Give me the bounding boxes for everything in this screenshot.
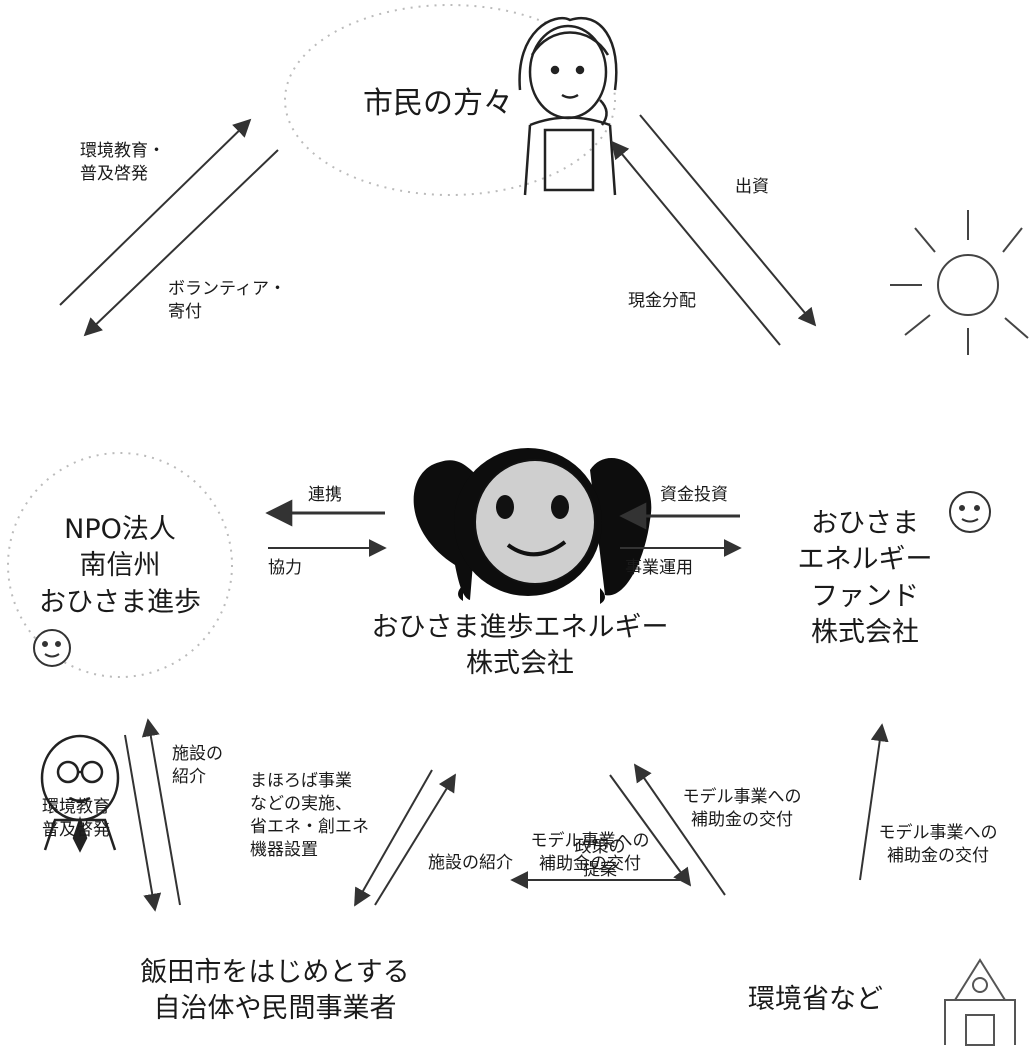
line: 自治体や民間事業者: [153, 993, 397, 1025]
line: まほろば事業: [250, 771, 352, 791]
line: おひさま進歩: [39, 586, 201, 618]
citizen-woman-icon: [518, 16, 618, 196]
line: 飯田市をはじめとする: [140, 957, 410, 988]
line: 株式会社: [811, 617, 919, 649]
projects-label: まほろば事業 などの実施、 省エネ・創エネ 機器設置: [250, 770, 369, 862]
line: ボランティア・: [168, 279, 286, 299]
line: 寄付: [168, 301, 202, 322]
subsidy-bottom-label: モデル事業への 補助金の交付: [510, 830, 670, 876]
government-building-icon: [944, 958, 1016, 1046]
line: 補助金の交付: [887, 845, 989, 866]
line: 施設の: [172, 744, 223, 764]
line: 環境教育: [42, 797, 110, 817]
arrow-to-npo: [83, 149, 279, 337]
arrow-ministry-to-fund: [859, 723, 889, 881]
arrow-to-citizens: [59, 118, 252, 306]
local-govt-label: 飯田市をはじめとする 自治体や民間事業者: [125, 955, 425, 1028]
line: 南信州: [79, 550, 161, 582]
fund-investment-label: 資金投資: [660, 485, 728, 505]
company-label: おひさま進歩エネルギー 株式会社: [330, 610, 710, 683]
line: モデル事業への: [682, 787, 802, 807]
arrow-cash-distribution: [610, 140, 781, 346]
facility-intro-npo-label: 施設の 紹介: [172, 743, 223, 789]
arrow-govt-to-npo: [141, 718, 181, 906]
cash-distribution-label: 現金分配: [628, 291, 696, 311]
line: 普及啓発: [80, 163, 148, 184]
line: モデル事業への: [878, 823, 998, 843]
env-education-top-label: 環境教育・ 普及啓発: [80, 140, 165, 186]
sun-icon: [890, 210, 1029, 355]
line: エネルギー: [797, 544, 933, 576]
arrow-npo-to-govt: [124, 734, 162, 912]
line: 省エネ・創エネ: [250, 816, 369, 837]
line: 提案: [583, 859, 617, 880]
policy-proposal-label: 政策の 提案: [560, 836, 640, 882]
volunteer-donation-label: ボランティア・ 寄付: [168, 278, 286, 324]
line: などの実施、: [250, 793, 352, 814]
line: 紹介: [172, 766, 206, 787]
line: 普及啓発: [42, 819, 110, 840]
cooperation-left-label: 連携: [308, 485, 342, 505]
investment-label: 出資: [735, 177, 769, 197]
small-sun-face-icon: [949, 491, 991, 533]
arrow-company-to-govt: [354, 769, 433, 907]
npo-label: NPO法人 南信州 おひさま進歩: [30, 512, 210, 621]
env-education-bottom-label: 環境教育 普及啓発: [42, 796, 110, 842]
line: 機器設置: [250, 839, 318, 860]
subsidy-fund-label: モデル事業への 補助金の交付: [858, 822, 1018, 868]
citizens-label: 市民の方々: [363, 86, 513, 121]
arrow-investment: [639, 114, 817, 327]
cooperation-right-label: 協力: [268, 558, 302, 578]
small-sun-face-icon: [33, 629, 71, 667]
line: 補助金の交付: [691, 809, 793, 830]
arrow-company-to-ministry: [609, 774, 692, 887]
fund-label: おひさま エネルギー ファンド 株式会社: [790, 506, 940, 652]
line: NPO法人: [64, 514, 176, 545]
arrow-ministry-to-company: [633, 763, 726, 896]
facility-intro-company-label: 施設の紹介: [428, 853, 513, 873]
line: 政策の: [574, 837, 626, 857]
subsidy-company-label: モデル事業への 補助金の交付: [662, 786, 822, 832]
ministry-label: 環境省など: [748, 984, 883, 1015]
line: 環境教育・: [80, 141, 165, 161]
business-operation-label: 事業運用: [625, 558, 693, 578]
line: ファンド: [811, 580, 919, 612]
line: モデル事業への: [530, 831, 650, 851]
arrow-govt-to-company: [374, 773, 456, 906]
line: おひさま: [811, 508, 919, 539]
line: 補助金の交付: [539, 853, 641, 874]
ohisama-mascot-icon: [413, 448, 652, 604]
line: 株式会社: [466, 648, 574, 680]
official-man-icon: [40, 734, 120, 853]
npo-dotted-circle: [7, 452, 233, 678]
line: おひさま進歩エネルギー: [371, 612, 669, 643]
citizens-dotted-circle: [284, 4, 616, 196]
